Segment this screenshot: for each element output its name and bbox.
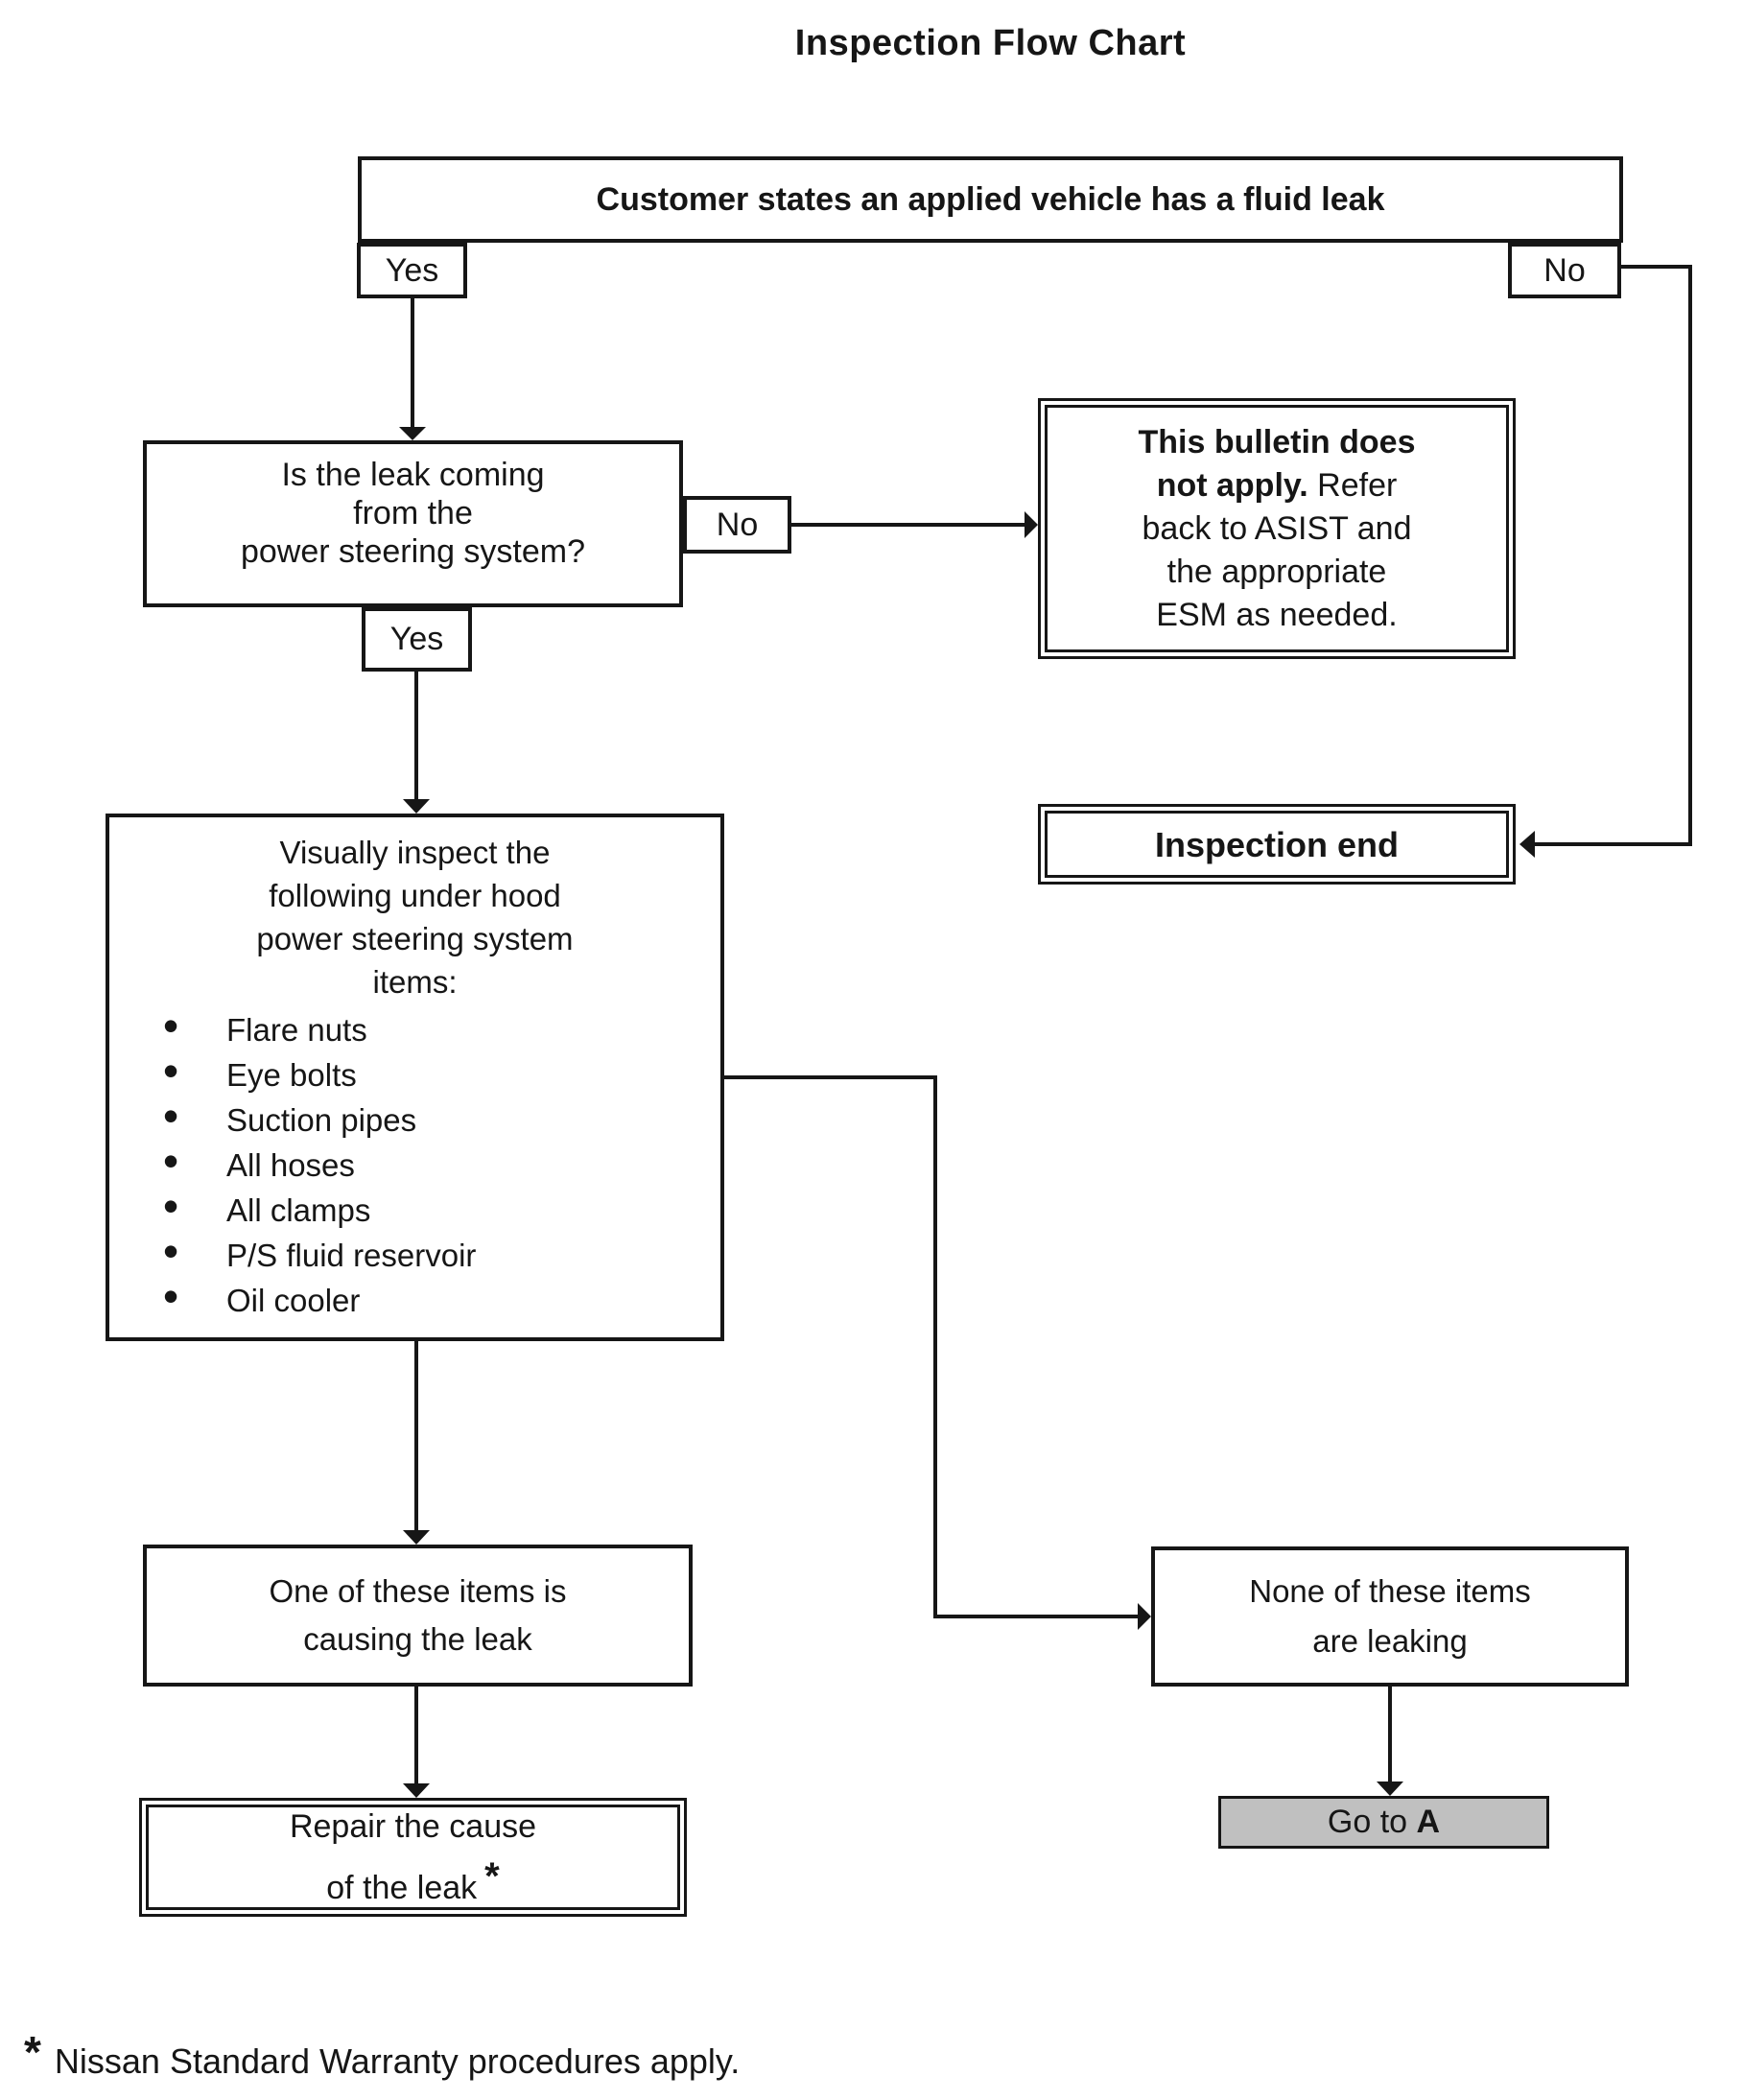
branch-tag-no-label: No bbox=[1543, 251, 1586, 289]
bulletin-line: This bulletin does bbox=[1138, 421, 1415, 464]
node-visual-inspection: Visually inspect the following under hoo… bbox=[106, 814, 724, 1341]
node-start: Customer states an applied vehicle has a… bbox=[358, 156, 1623, 243]
inspect-heading-line: power steering system bbox=[256, 921, 574, 956]
node-bulletin-not-apply: This bulletin does not apply. Refer back… bbox=[1038, 398, 1516, 659]
page-title: Inspection Flow Chart bbox=[794, 23, 1187, 63]
bullet-icon bbox=[163, 1231, 226, 1276]
arrowhead-start-no bbox=[1519, 831, 1535, 858]
bullet-icon bbox=[163, 1096, 226, 1141]
arrowhead-start-yes bbox=[399, 427, 426, 440]
bulletin-line-regular: ESM as needed. bbox=[1156, 596, 1398, 633]
bullet-icon bbox=[163, 1005, 226, 1050]
inspect-heading-line: Visually inspect the bbox=[279, 835, 551, 870]
asterisk-icon: * bbox=[484, 1855, 500, 1898]
list-item-label: Eye bolts bbox=[226, 1057, 357, 1093]
question-line: power steering system? bbox=[240, 533, 586, 570]
arrowhead-question-yes bbox=[403, 799, 430, 814]
question-line: Is the leak coming bbox=[281, 457, 545, 493]
branch-tag-question-no: No bbox=[683, 496, 791, 554]
branch-tag-no: No bbox=[1508, 243, 1621, 298]
list-item: Eye bolts bbox=[163, 1050, 774, 1096]
bulletin-line-regular: Refer bbox=[1307, 466, 1398, 504]
bulletin-line: back to ASIST and bbox=[1142, 507, 1412, 551]
arrowhead-one-repair bbox=[403, 1783, 430, 1798]
bulletin-line: the appropriate bbox=[1167, 551, 1387, 594]
list-item-label: Oil cooler bbox=[226, 1283, 361, 1318]
connector-start-no bbox=[1533, 265, 1692, 846]
asterisk-icon: * bbox=[24, 2027, 41, 2077]
repair-line-text: of the leak bbox=[326, 1870, 478, 1906]
repair-line: Repair the cause bbox=[289, 1808, 537, 1845]
node-none-leaking: None of these items are leaking bbox=[1151, 1546, 1629, 1687]
node-start-label: Customer states an applied vehicle has a… bbox=[596, 181, 1385, 218]
node-repair-leak: Repair the cause of the leak* bbox=[139, 1798, 687, 1917]
goto-a-prefix: Go to bbox=[1327, 1804, 1408, 1840]
one-item-line: One of these items is bbox=[269, 1573, 567, 1609]
bullet-icon bbox=[163, 1276, 226, 1321]
bulletin-line: not apply. Refer bbox=[1157, 464, 1398, 507]
arrowhead-inspect-one bbox=[403, 1530, 430, 1545]
repair-line: of the leak* bbox=[326, 1852, 499, 1913]
node-one-item-leaking: One of these items is causing the leak bbox=[143, 1545, 693, 1687]
bullet-icon bbox=[163, 1141, 226, 1186]
goto-a-letter: A bbox=[1416, 1804, 1441, 1840]
inspect-heading-line: following under hood bbox=[269, 878, 561, 913]
goto-a-box: Go to A bbox=[1218, 1796, 1549, 1849]
none-leaking-line: None of these items bbox=[1249, 1573, 1531, 1609]
list-item: All hoses bbox=[163, 1141, 774, 1186]
list-item-label: P/S fluid reservoir bbox=[226, 1238, 477, 1273]
footnote: * Nissan Standard Warranty procedures app… bbox=[24, 2026, 1175, 2082]
branch-tag-yes-label: Yes bbox=[385, 251, 439, 289]
connector-inspect-none bbox=[724, 1075, 1138, 1618]
bullet-icon bbox=[163, 1050, 226, 1096]
question-line: from the bbox=[353, 495, 473, 531]
bulletin-line-bold: This bulletin does bbox=[1138, 423, 1416, 460]
inspection-end-label: Inspection end bbox=[1154, 824, 1400, 864]
bulletin-line-regular: the appropriate bbox=[1166, 553, 1387, 590]
list-item-label: Flare nuts bbox=[226, 1012, 367, 1048]
branch-tag-question-yes-label: Yes bbox=[389, 621, 444, 657]
arrowhead-inspect-none bbox=[1138, 1603, 1151, 1630]
arrowhead-none-goto bbox=[1377, 1781, 1403, 1796]
arrowhead-question-no bbox=[1025, 511, 1038, 538]
branch-tag-yes: Yes bbox=[357, 243, 467, 298]
list-item: Oil cooler bbox=[163, 1276, 774, 1321]
inspect-item-list: Flare nuts Eye bolts Suction pipes All h… bbox=[56, 1005, 774, 1321]
none-leaking-line: are leaking bbox=[1312, 1623, 1468, 1659]
bulletin-line-regular: back to ASIST and bbox=[1142, 509, 1412, 547]
footnote-text: Nissan Standard Warranty procedures appl… bbox=[54, 2041, 741, 2081]
list-item: Suction pipes bbox=[163, 1096, 774, 1141]
bulletin-line: ESM as needed. bbox=[1156, 594, 1397, 637]
list-item-label: All hoses bbox=[226, 1147, 355, 1183]
one-item-line: causing the leak bbox=[303, 1621, 532, 1657]
inspect-heading-line: items: bbox=[372, 964, 458, 1000]
node-question: Is the leak coming from the power steeri… bbox=[143, 440, 683, 607]
list-item: All clamps bbox=[163, 1186, 774, 1231]
list-item-label: All clamps bbox=[226, 1192, 371, 1228]
bullet-icon bbox=[163, 1186, 226, 1231]
list-item: Flare nuts bbox=[163, 1005, 774, 1050]
branch-tag-question-yes: Yes bbox=[362, 607, 472, 672]
node-inspection-end: Inspection end bbox=[1038, 804, 1516, 885]
list-item: P/S fluid reservoir bbox=[163, 1231, 774, 1276]
bulletin-line-bold: not apply. bbox=[1156, 466, 1308, 504]
branch-tag-question-no-label: No bbox=[716, 506, 759, 543]
list-item-label: Suction pipes bbox=[226, 1102, 417, 1138]
